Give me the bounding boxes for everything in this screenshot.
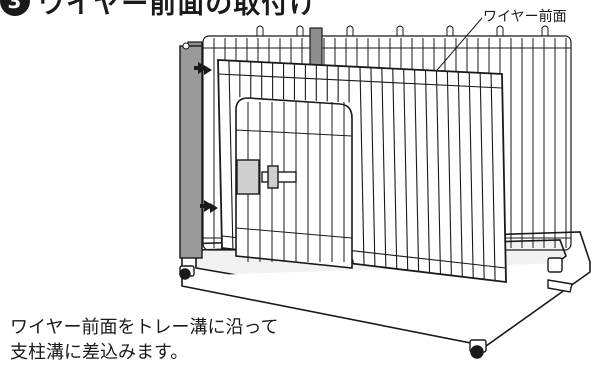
front-wire-bar [359, 66, 365, 266]
tray-handle [547, 279, 573, 293]
caption-line-2: 支柱溝に差込みます。 [10, 342, 189, 363]
front-wire-bar [446, 71, 452, 276]
back-top-loop [446, 25, 454, 36]
callout-leader-line [431, 17, 483, 77]
front-wire-bar [468, 72, 474, 279]
front-wire-bar [228, 60, 234, 250]
front-wire-bar [381, 68, 387, 268]
front-wire-bar [490, 73, 496, 281]
front-wire-bar [424, 70, 431, 273]
door-latch [236, 159, 297, 195]
front-wire-bar [392, 68, 398, 269]
front-left-post [179, 45, 203, 259]
front-wire-bar [370, 67, 376, 267]
insertion-arrow-bottom [200, 200, 218, 213]
back-panel-top-loops [256, 25, 549, 36]
insertion-arrow-top [194, 62, 212, 75]
back-top-loop [346, 25, 354, 36]
post-cap [182, 42, 190, 50]
caster-wheels [179, 257, 563, 359]
panel-door [235, 97, 353, 269]
back-top-loop [541, 25, 549, 36]
front-wire-bar [414, 69, 420, 272]
caption-line-1: ワイヤー前面をトレー溝に沿って [10, 317, 279, 338]
front-panel-bars [217, 60, 507, 281]
front-wire-bar [403, 69, 409, 271]
door-bars [235, 102, 353, 262]
front-wire-bar [435, 70, 442, 275]
step-title-text: ワイヤー前面の取付け [38, 0, 318, 20]
instruction-caption: ワイヤー前面をトレー溝に沿って 支柱溝に差込みます。 [10, 315, 279, 365]
front-wire-bar [457, 71, 463, 277]
door-wire-rail [235, 129, 353, 137]
back-top-loop [256, 25, 264, 36]
door-wire-rail [235, 227, 353, 239]
front-wire-rail [217, 73, 503, 89]
step-number-badge: 3 [0, 0, 30, 16]
front-wire-bar [479, 72, 485, 280]
wire-front-callout-label: ワイヤー前面 [483, 9, 567, 25]
back-top-loop [496, 25, 504, 36]
step-title: 3 ワイヤー前面の取付け [0, 0, 318, 20]
back-top-loop [396, 25, 404, 36]
back-top-loop [296, 25, 304, 36]
